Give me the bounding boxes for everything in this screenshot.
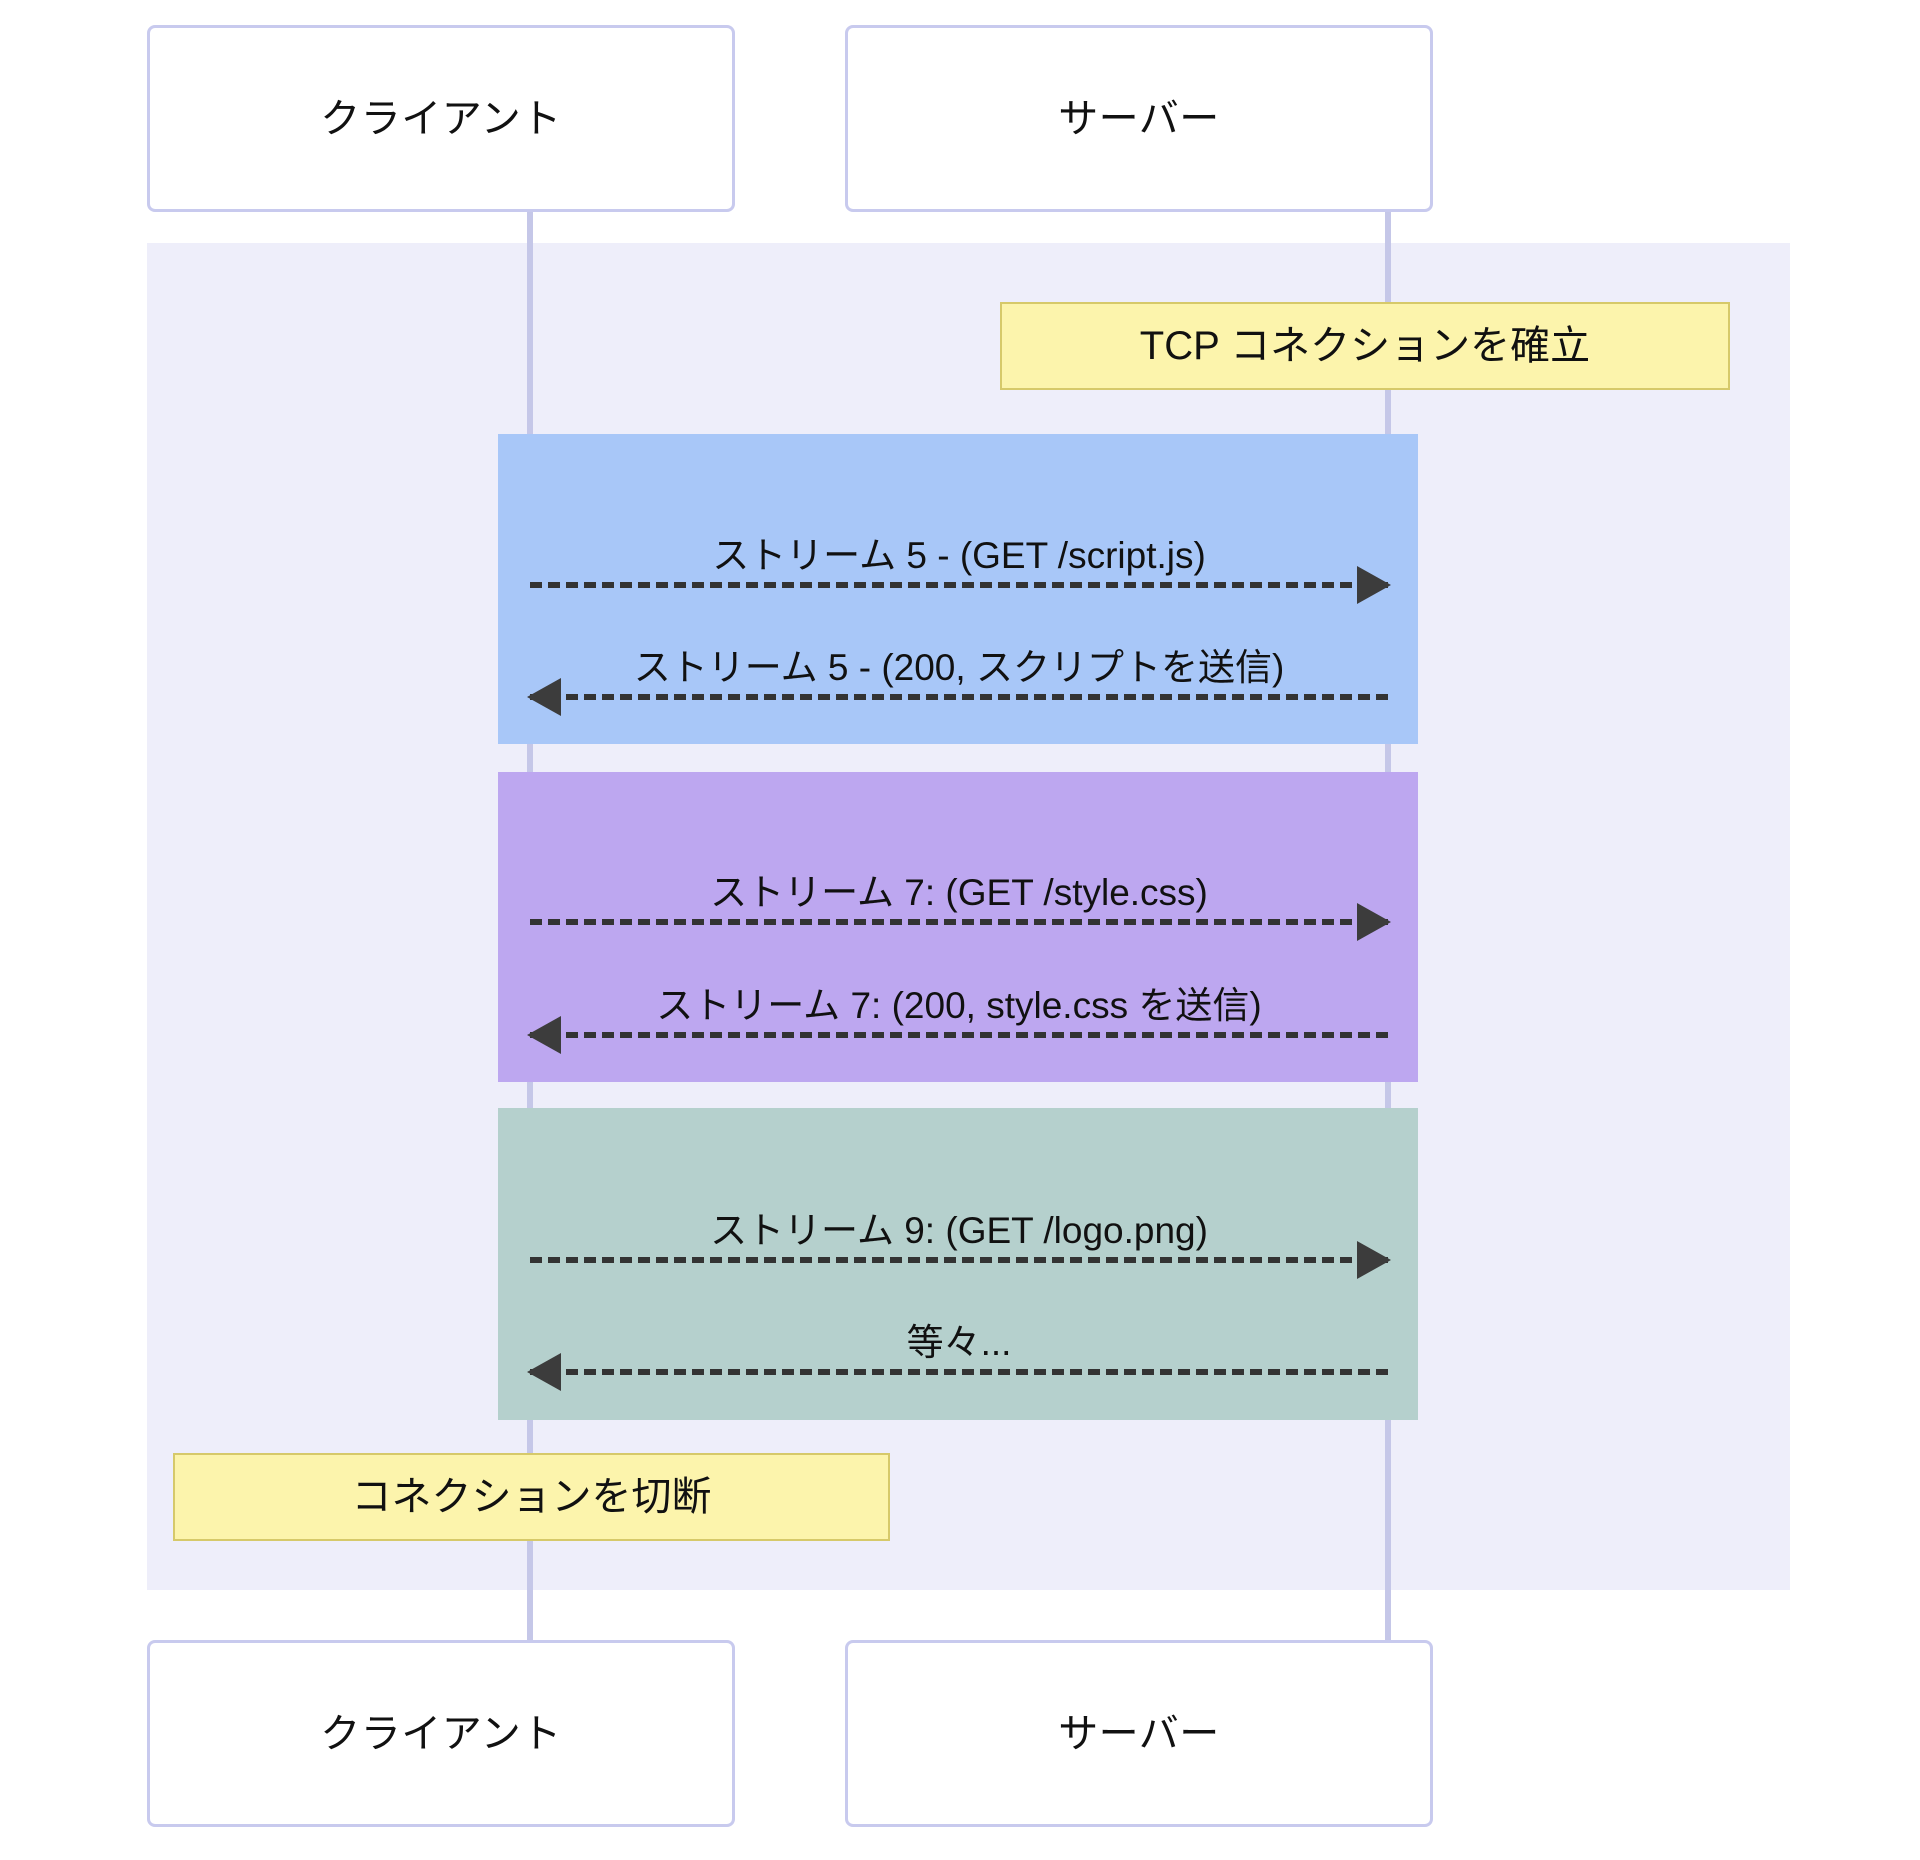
actor-box-top-client[interactable]: クライアント xyxy=(147,25,735,212)
actor-box-bottom-client[interactable]: クライアント xyxy=(147,1640,735,1827)
message-line-dashed xyxy=(530,1369,1388,1375)
actor-label-bottom-client: クライアント xyxy=(320,1711,562,1756)
actor-box-bottom-server[interactable]: サーバー xyxy=(845,1640,1433,1827)
message-etc-response-label: 等々... xyxy=(906,1322,1012,1363)
arrow-right-icon xyxy=(1357,1241,1391,1279)
message-stream7-response-label: ストリーム 7: (200, style.css を送信) xyxy=(656,985,1262,1026)
note-disconnect[interactable]: コネクションを切断 xyxy=(173,1453,890,1541)
message-stream7-request: ストリーム 7: (GET /style.css) xyxy=(530,825,1391,941)
group-rect-script xyxy=(498,434,1418,744)
message-stream9-request-label: ストリーム 9: (GET /logo.png) xyxy=(710,1210,1208,1251)
arrow-left-icon xyxy=(527,678,561,716)
note-tcp-establish[interactable]: TCP コネクションを確立 xyxy=(1000,302,1730,390)
actor-box-top-server[interactable]: サーバー xyxy=(845,25,1433,212)
message-line-dashed xyxy=(530,1032,1388,1038)
arrow-left-icon xyxy=(527,1353,561,1391)
arrow-right-icon xyxy=(1357,566,1391,604)
message-line-dashed xyxy=(530,1257,1388,1263)
note-disconnect-label: コネクションを切断 xyxy=(351,1475,712,1519)
actor-label-bottom-server: サーバー xyxy=(1058,1711,1220,1756)
message-etc-response: 等々... xyxy=(527,1275,1388,1391)
message-stream5-response-label: ストリーム 5 - (200, スクリプトを送信) xyxy=(633,647,1285,688)
message-stream5-request: ストリーム 5 - (GET /script.js) xyxy=(530,488,1391,604)
group-rect-style xyxy=(498,772,1418,1082)
actor-label-top-server: サーバー xyxy=(1058,96,1220,141)
message-stream5-request-label: ストリーム 5 - (GET /script.js) xyxy=(712,535,1206,576)
message-stream7-response: ストリーム 7: (200, style.css を送信) xyxy=(527,938,1388,1054)
arrow-right-icon xyxy=(1357,903,1391,941)
message-stream5-response: ストリーム 5 - (200, スクリプトを送信) xyxy=(527,600,1388,716)
message-line-dashed xyxy=(530,694,1388,700)
message-stream7-request-label: ストリーム 7: (GET /style.css) xyxy=(710,872,1208,913)
message-line-dashed xyxy=(530,582,1388,588)
message-stream9-request: ストリーム 9: (GET /logo.png) xyxy=(530,1163,1391,1279)
group-rect-logo xyxy=(498,1108,1418,1420)
note-tcp-establish-label: TCP コネクションを確立 xyxy=(1139,324,1591,368)
actor-label-top-client: クライアント xyxy=(320,96,562,141)
arrow-left-icon xyxy=(527,1016,561,1054)
message-line-dashed xyxy=(530,919,1388,925)
